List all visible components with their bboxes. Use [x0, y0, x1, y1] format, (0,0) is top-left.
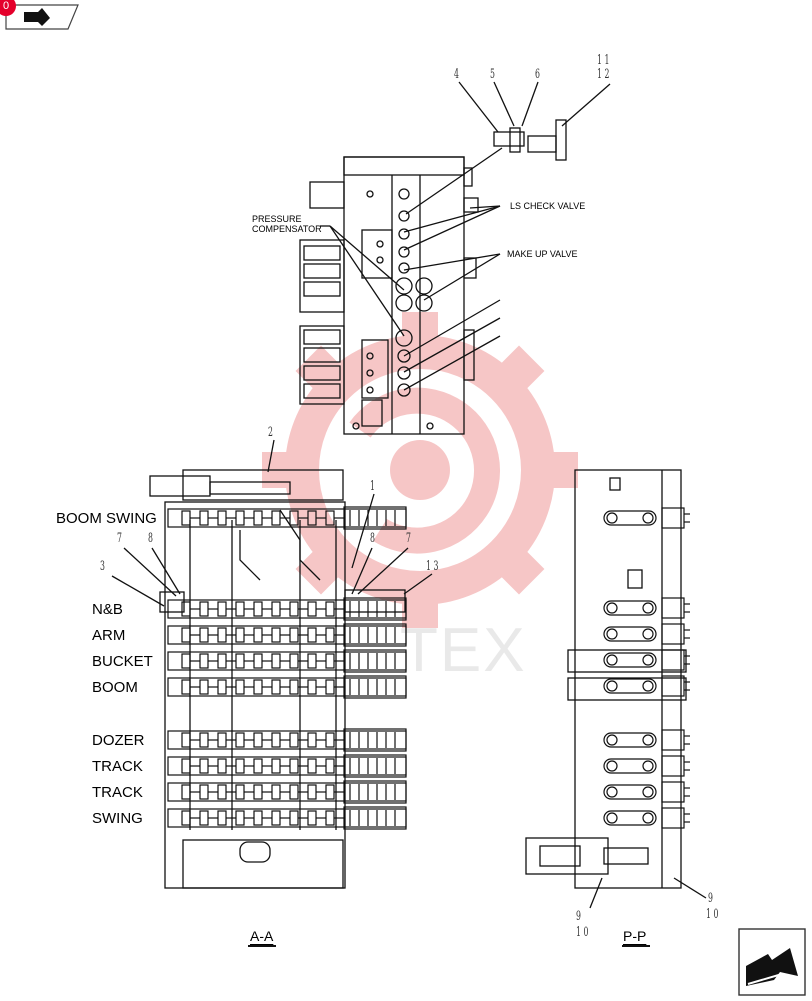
next-page-button[interactable] [738, 928, 806, 996]
arrow-next-icon [738, 928, 806, 996]
callout-11: 1 1 [597, 53, 610, 68]
section-label-boom-swing: BOOM SWING [56, 510, 157, 527]
callout-3: 3 [100, 559, 105, 574]
section-label-track-1: TRACK [92, 758, 143, 775]
notification-badge: 0 [0, 0, 16, 16]
callout-7-left: 7 [117, 531, 122, 546]
callout-5: 5 [490, 67, 495, 82]
previous-page-button[interactable]: 0 [0, 0, 79, 30]
callout-2: 2 [268, 425, 273, 440]
callout-8-right: 8 [370, 531, 375, 546]
port-section-p-0 [603, 507, 690, 529]
section-label-n-b: N&B [92, 601, 123, 618]
spool-section-a-2 [167, 623, 407, 647]
callout-4: 4 [454, 67, 459, 82]
view-title-a-a: A-A [250, 928, 274, 944]
spool-section-a-5 [167, 728, 407, 752]
section-label-arm: ARM [92, 627, 126, 644]
port-section-p-8 [603, 807, 690, 829]
spool-section-a-7 [167, 780, 407, 804]
spool-section-a-3 [167, 649, 407, 673]
callout-10-right: 1 0 [706, 907, 719, 922]
top-valve-view [299, 81, 611, 435]
callout-12: 1 2 [597, 67, 610, 82]
callout-1: 1 [370, 479, 375, 494]
section-label-track-2: TRACK [92, 784, 143, 801]
callout-10-left: 1 0 [576, 925, 589, 940]
port-section-p-6 [603, 755, 690, 777]
arrow-right-icon [24, 8, 50, 26]
watermark-text: TEX [400, 616, 527, 685]
callout-8-left: 8 [148, 531, 153, 546]
section-label-boom: BOOM [92, 679, 138, 696]
port-section-p-5 [603, 729, 690, 751]
pressure-compensator-label: PRESSURE COMPENSATOR [252, 214, 322, 234]
spool-section-a-8 [167, 806, 407, 830]
callout-13: 1 3 [426, 559, 439, 574]
port-section-p-1 [603, 597, 690, 619]
spool-section-a-6 [167, 754, 407, 778]
port-section-p-3 [603, 649, 690, 671]
spool-section-a-1 [167, 597, 407, 621]
section-label-bucket: BUCKET [92, 653, 153, 670]
spool-section-a-0 [167, 506, 407, 530]
callout-9-right: 9 [708, 891, 713, 906]
callout-9-left: 9 [576, 909, 581, 924]
port-section-p-4 [603, 675, 690, 697]
callout-7-right: 7 [406, 531, 411, 546]
ls-check-valve-label: LS CHECK VALVE [510, 201, 586, 211]
make-up-valve-label: MAKE UP VALVE [507, 249, 578, 259]
view-title-p-p: P-P [623, 928, 647, 944]
callout-6: 6 [535, 67, 540, 82]
port-section-p-7 [603, 781, 690, 803]
section-label-dozer: DOZER [92, 732, 145, 749]
port-section-p-2 [603, 623, 690, 645]
spool-section-a-4 [167, 675, 407, 699]
section-label-swing: SWING [92, 810, 143, 827]
top-valve-ports [352, 188, 434, 430]
